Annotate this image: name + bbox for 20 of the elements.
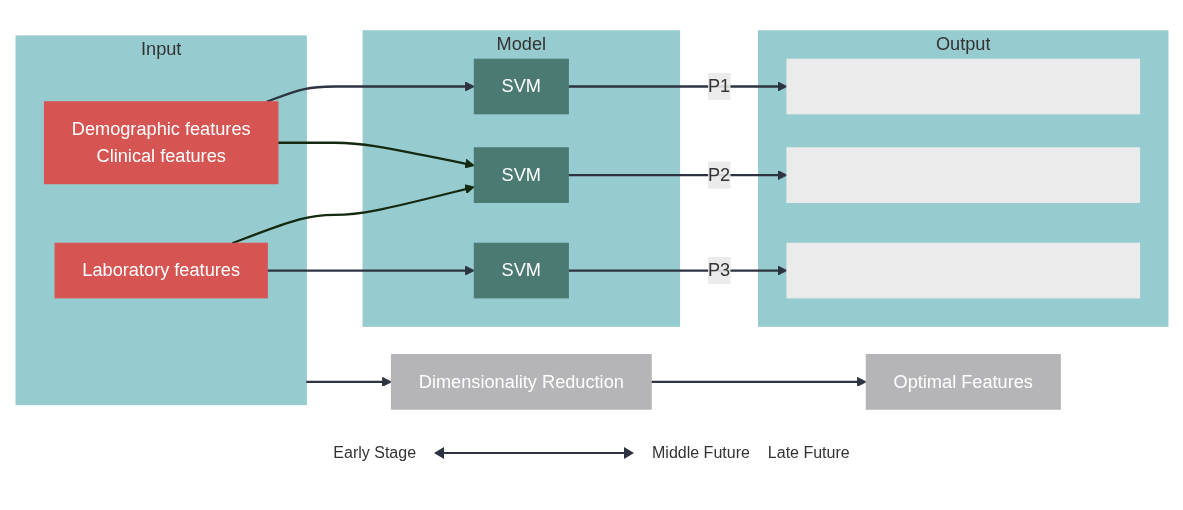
- timeline-label: Middle Future: [652, 444, 750, 462]
- edge-label: P3: [707, 260, 730, 280]
- edge-label: P2: [707, 164, 730, 185]
- node-bar: [785, 58, 1140, 115]
- node-box: Optimal Features: [865, 354, 1061, 410]
- arrow: [567, 170, 787, 181]
- node-bar: [785, 147, 1140, 203]
- timeline-label: Early Stage: [333, 444, 417, 462]
- node-box: SVM: [473, 242, 569, 299]
- node-box: SVM: [473, 58, 569, 115]
- edge-label: P1: [707, 76, 730, 96]
- cluster: Output: [757, 30, 1168, 327]
- node-bar: [785, 242, 1140, 299]
- node-box: Dimensionality Reduction: [390, 354, 652, 410]
- node-box: Demographic features Clinical features: [43, 101, 278, 185]
- node-box: SVM: [473, 147, 569, 203]
- arrow: [567, 265, 787, 276]
- arrow: [567, 81, 787, 92]
- node-box: Laboratory features: [54, 242, 268, 299]
- timeline-label: Late Future: [767, 444, 850, 462]
